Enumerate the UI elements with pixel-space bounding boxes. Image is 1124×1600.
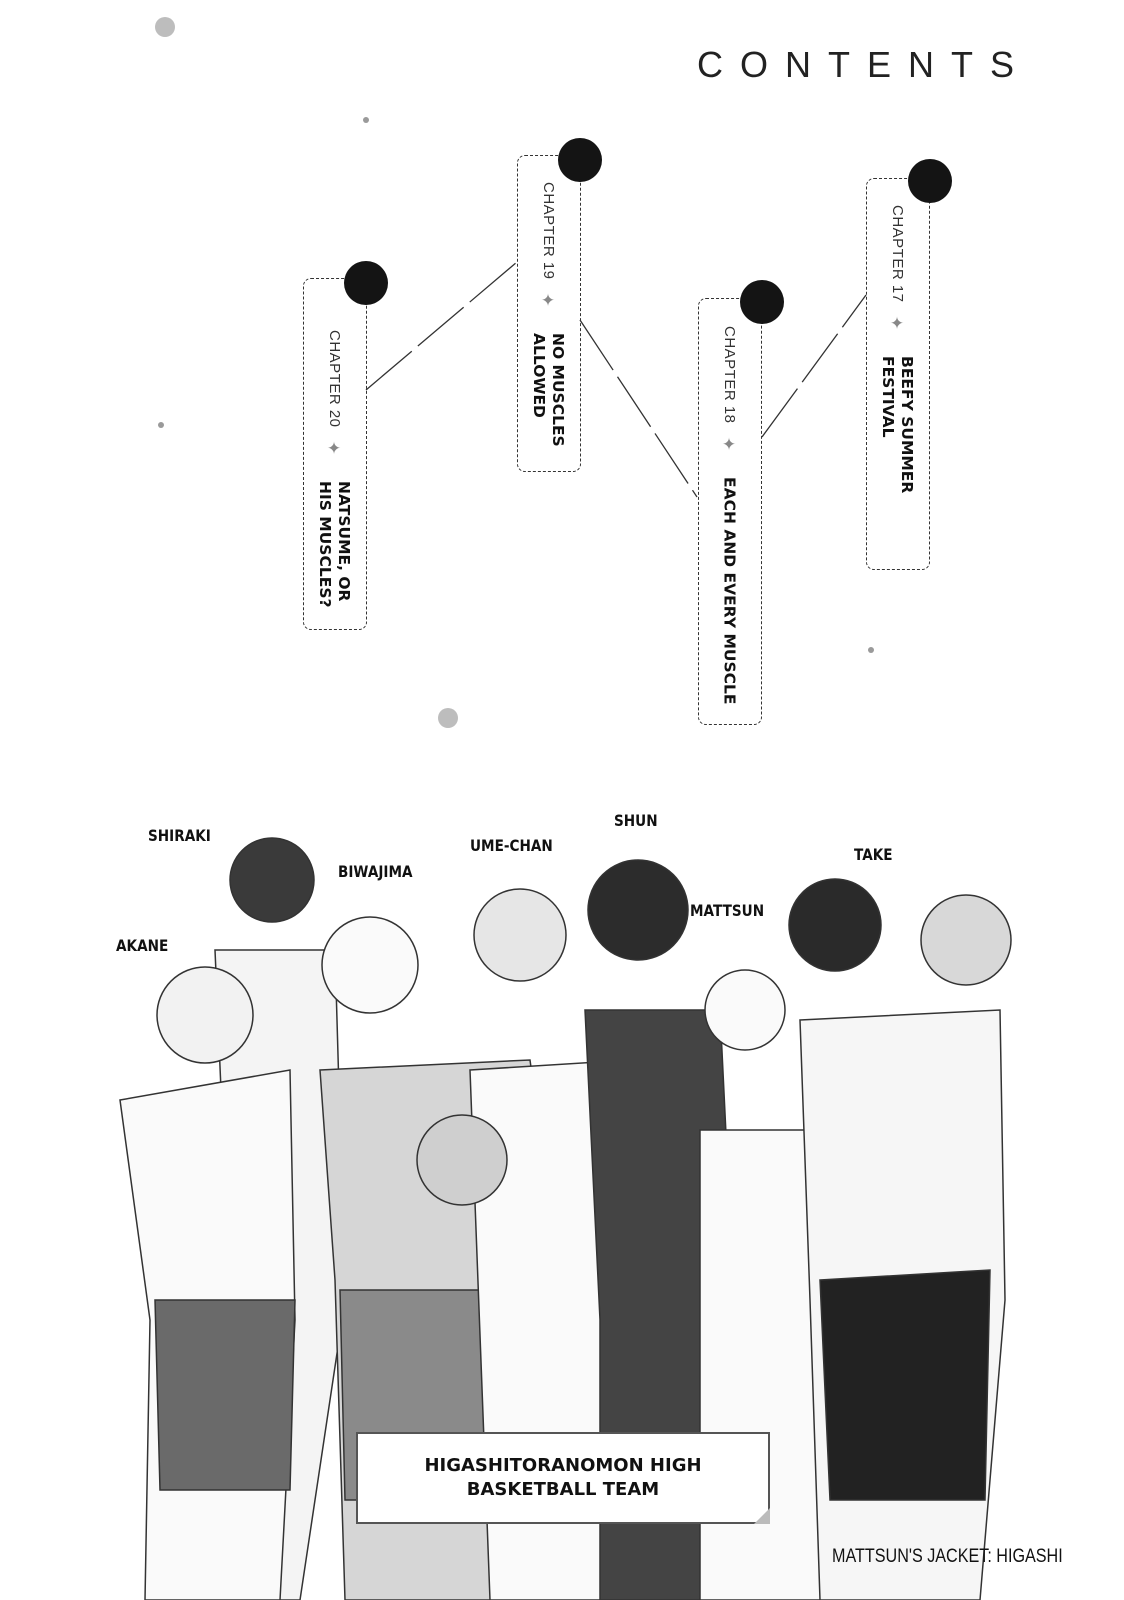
chapter-number: CHAPTER 20 — [326, 330, 343, 428]
character-label-shiraki: SHIRAKI — [148, 826, 211, 845]
chapter-title-line: ALLOWED — [530, 332, 548, 418]
chapter-connectors — [365, 261, 867, 498]
character-label-mattsun: MATTSUN — [690, 901, 765, 920]
star-icon: ✦ — [887, 313, 907, 334]
page-fold-corner — [754, 1508, 770, 1524]
decor-dot — [155, 17, 175, 37]
chapter-number: CHAPTER 19 — [540, 182, 557, 280]
chapter-label: CHAPTER 17 ✦ — [887, 205, 907, 334]
character-label-biwajima: BIWAJIMA — [338, 862, 413, 881]
chapter-box — [698, 298, 762, 725]
decor-dot — [363, 117, 369, 123]
chapter-marker-dot — [344, 261, 388, 305]
chapter-marker-dot — [558, 138, 602, 182]
caption-line: HIGASHITORANOMON HIGH — [424, 1455, 702, 1476]
decor-dot — [868, 647, 874, 653]
team-caption-box: HIGASHITORANOMON HIGH BASKETBALL TEAM — [356, 1432, 770, 1524]
decor-dot — [158, 422, 164, 428]
chapter-number: CHAPTER 17 — [889, 205, 906, 303]
chapter-title-line: BEEFY SUMMER — [898, 355, 916, 493]
chapter-box — [517, 155, 581, 472]
chapter-label: CHAPTER 20 ✦ — [324, 330, 344, 459]
chapter-title-line: NO MUSCLES — [549, 332, 567, 447]
chapter-number: CHAPTER 18 — [721, 326, 738, 424]
page-title: CONTENTS — [697, 44, 1031, 85]
star-icon: ✦ — [538, 290, 558, 311]
star-icon: ✦ — [719, 434, 739, 455]
chapter-marker-dot — [908, 159, 952, 203]
chapter-title-line: EACH AND EVERY MUSCLE — [720, 476, 739, 705]
connector-line — [761, 294, 867, 438]
decor-dot — [438, 708, 458, 728]
character-label-ume-chan: UME-CHAN — [470, 836, 553, 855]
character-label-shun: SHUN — [614, 811, 658, 830]
star-icon: ✦ — [324, 438, 344, 459]
chapter-title-line: HIS MUSCLES? — [316, 480, 334, 608]
translation-note: MATTSUN'S JACKET: HIGASHI — [832, 1546, 1063, 1567]
connector-line — [579, 319, 698, 498]
chapter-title-line: NATSUME, OR — [335, 480, 353, 602]
character-label-akane: AKANE — [116, 936, 169, 955]
chapter-title: EACH AND EVERY MUSCLE — [720, 477, 739, 704]
chapter-label: CHAPTER 19 ✦ — [538, 182, 558, 311]
chapter-box — [866, 178, 930, 570]
chapter-box — [303, 278, 367, 630]
chapter-text: CHAPTER 18 ✦ EACH AND EVERY MUSCLE — [719, 326, 739, 704]
connector-line — [365, 261, 518, 391]
chapter-title-line: FESTIVAL — [879, 355, 897, 438]
character-label-take: TAKE — [854, 845, 893, 864]
chapter-label: CHAPTER 18 ✦ — [719, 326, 739, 455]
chapter-marker-dot — [740, 280, 784, 324]
caption-line: BASKETBALL TEAM — [466, 1479, 660, 1500]
